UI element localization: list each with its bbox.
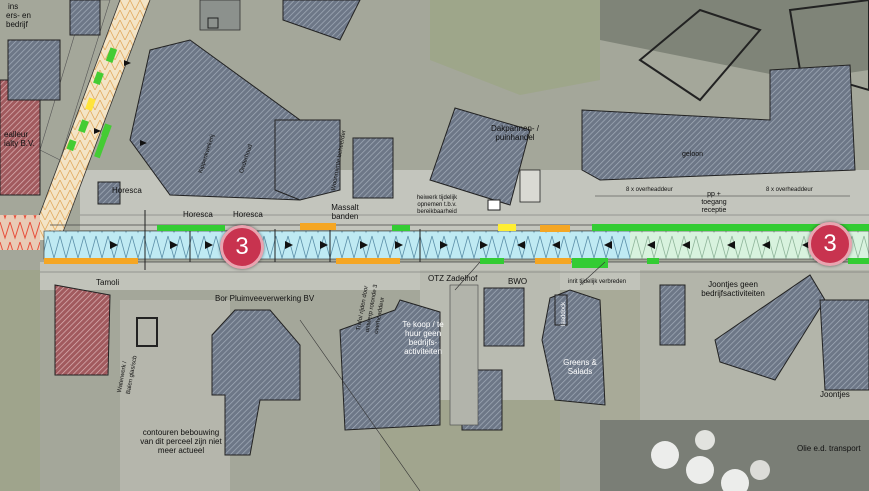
label-massalt-banden: Massalt banden xyxy=(331,203,359,221)
label-partial-top-left-2: ers- en xyxy=(6,11,31,20)
label-bwo: BWO xyxy=(508,277,528,286)
label-bor-pluimvee: Bor Pluimveeverwerking BV xyxy=(215,294,315,303)
label-otz: OTZ Zadelhof xyxy=(428,274,478,283)
route-badge-right[interactable]: 3 xyxy=(808,222,852,266)
label-pp-toegang: pp + toegang receptie xyxy=(701,191,727,214)
label-joontjes: Joontjes xyxy=(820,390,850,399)
label-tamoli: Tamoli xyxy=(96,278,120,287)
label-overheaddeur-1: 8 x overheaddeur xyxy=(626,187,673,193)
label-greens: Greens & Salads xyxy=(563,358,597,376)
label-partial-left-2: ialty B.V. xyxy=(4,139,35,148)
route-badge-left[interactable]: 3 xyxy=(220,225,264,269)
label-vertical-6: laaddock xyxy=(561,301,567,326)
label-horesca-2: Horesca xyxy=(183,210,213,219)
label-te-koop: Te koop / te huur geen bedrijfs-activite… xyxy=(402,320,444,356)
label-partial-top-left-3: bedrijf xyxy=(6,20,28,29)
road-arrows xyxy=(94,60,810,249)
label-geloon: geloon xyxy=(682,151,704,158)
label-horesca-1: Horesca xyxy=(112,186,142,195)
label-partial-left-1: ealleur xyxy=(4,130,29,139)
label-inrit: inrit tijdelijk verbreden xyxy=(568,279,627,285)
label-partial-top-left-1: ins xyxy=(8,2,19,11)
label-olie: Olie e.d. transport xyxy=(797,444,861,453)
label-joontjes-geen: Joontjes geen bedrijfsactiviteiten xyxy=(701,280,765,298)
label-contouren: contouren bebouwing van dit perceel zijn… xyxy=(140,428,222,455)
label-heiwerk: heiwerk tijdelijk opnemen t.b.v. bereikb… xyxy=(416,195,458,215)
label-dakpannen: Dakpannen- / puinhandel xyxy=(490,124,540,142)
label-horesca-3: Horesca xyxy=(233,210,263,219)
label-overheaddeur-2: 8 x overheaddeur xyxy=(766,187,813,193)
